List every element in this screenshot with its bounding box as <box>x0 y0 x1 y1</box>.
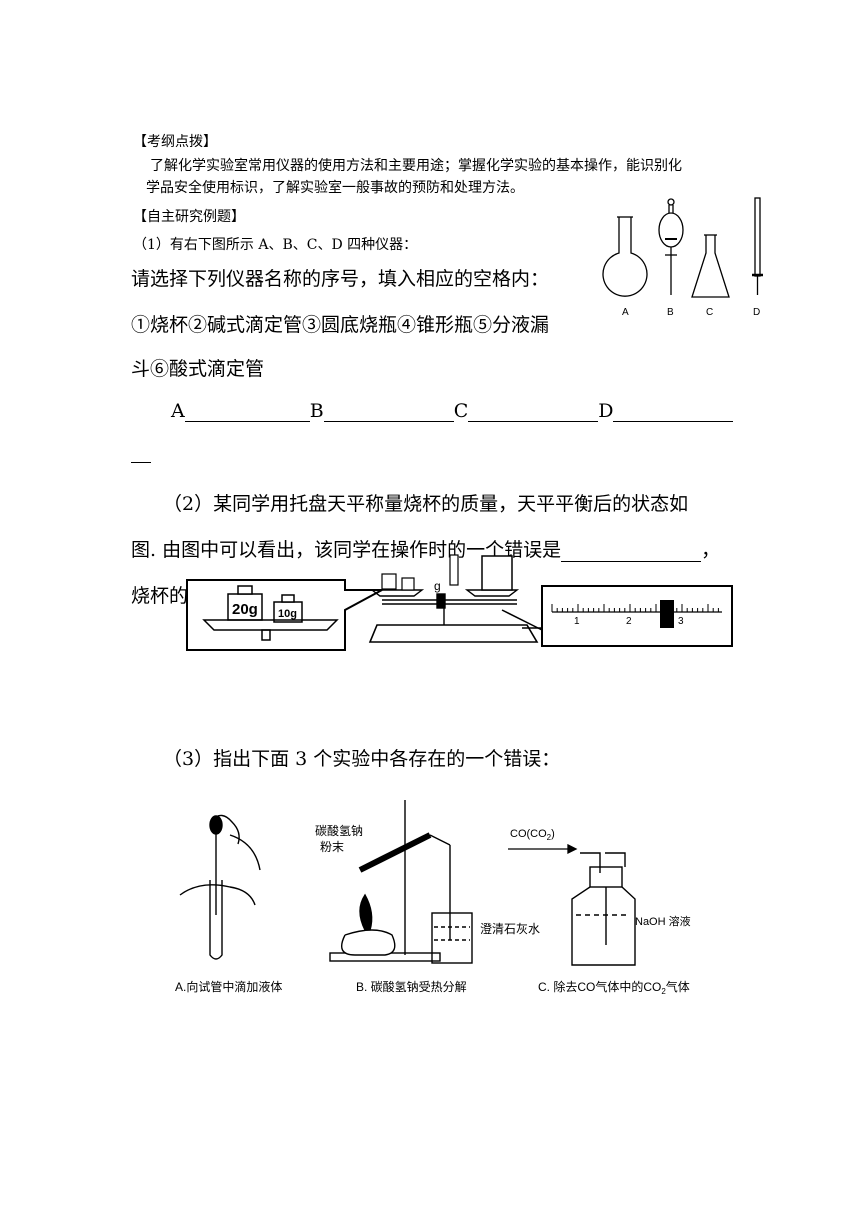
answer-blank-d-continuation[interactable] <box>131 462 151 463</box>
answer-blank-a[interactable] <box>184 403 310 422</box>
question1-line1: 请选择下列仪器名称的序号，填入相应的空格内： <box>131 268 550 290</box>
answer-blanks-row: A B C D <box>171 400 734 422</box>
rider-icon <box>660 600 674 628</box>
svg-text:20g: 20g <box>232 601 258 618</box>
instruments-figure: A B C D <box>602 197 763 318</box>
answer-blank-c[interactable] <box>468 403 599 422</box>
svg-text:10g: 10g <box>278 608 297 620</box>
syllabus-text-line1: 了解化学实验室常用仪器的使用方法和主要用途；掌握化学实验的基本操作，能识别化 <box>150 158 682 174</box>
blank-label-d: D <box>598 400 614 422</box>
weight-10g-icon: 10g <box>273 594 303 623</box>
pointer-icon <box>449 554 459 586</box>
label-naoh-solution: NaOH 溶液 <box>635 914 691 928</box>
question1-intro: （1）有右下图所示 A、B、C、D 四种仪器： <box>133 237 418 253</box>
balance-figure: 20g 10g g 1 2 3 <box>186 554 733 651</box>
section-heading-syllabus: 【考纲点拨】 <box>133 134 217 150</box>
beaker-on-pan-icon <box>481 555 513 591</box>
round-bottom-flask-icon <box>602 216 648 297</box>
answer-blank-d[interactable] <box>613 403 734 422</box>
blank-label-c: C <box>453 400 469 422</box>
figure1-label-d: D <box>753 307 760 318</box>
test-tube-dropper-icon <box>179 814 261 960</box>
acid-burette-icon <box>752 197 763 295</box>
gas-washing-bottle-icon <box>571 852 636 966</box>
blank-label-a: A <box>171 400 185 422</box>
separatory-funnel-icon <box>658 198 684 295</box>
gas-arrow-icon <box>508 843 578 855</box>
figure1-label-b: B <box>667 307 674 318</box>
caption-a: A.向试管中滴加液体 <box>175 979 282 994</box>
blank-label-b: B <box>309 400 324 422</box>
question2-line2-end: ， <box>701 539 721 561</box>
label-powder: 粉末 <box>320 840 344 854</box>
weight-20g-icon: 20g <box>227 585 263 621</box>
rider-scale-zoom <box>541 585 733 647</box>
question3-line: （3）指出下面 3 个实验中各存在的一个错误： <box>163 748 561 770</box>
answer-blank-error[interactable] <box>561 543 702 562</box>
caption-b: B. 碳酸氢钠受热分解 <box>356 979 467 994</box>
question1-line2: ①烧杯②碱式滴定管③圆底烧瓶④锥形瓶⑤分液漏 <box>131 314 550 336</box>
balance-base-icon <box>368 624 539 643</box>
scale-mark-2: 2 <box>626 616 632 627</box>
beaker-limewater-icon <box>431 912 473 964</box>
section-heading-examples: 【自主研究例题】 <box>133 209 245 225</box>
figure1-label-a: A <box>622 307 629 318</box>
label-sodium-bicarbonate: 碳酸氢钠 <box>315 823 363 838</box>
small-weights-icon <box>381 573 415 591</box>
question1-line3: 斗⑥酸式滴定管 <box>131 358 265 380</box>
scale-mark-3: 3 <box>678 616 684 627</box>
balance-beam-icon <box>369 589 520 625</box>
caption-c: C. 除去CO气体中的CO2气体 <box>538 979 690 996</box>
conical-flask-icon <box>691 234 730 298</box>
beam-unit-label: g <box>434 579 441 593</box>
stand-heating-icon <box>329 800 451 962</box>
experiments-figure: 碳酸氢钠 粉末 澄清石灰水 CO(CO2) NaOH 溶液 A.向试管中滴加液体… <box>175 800 691 996</box>
answer-blank-b[interactable] <box>323 403 454 422</box>
label-limewater: 澄清石灰水 <box>480 921 540 936</box>
question2-line1: （2）某同学用托盘天平称量烧杯的质量，天平平衡后的状态如 <box>163 493 689 515</box>
scale-mark-1: 1 <box>574 616 580 627</box>
label-co-gas: CO(CO2) <box>510 828 555 842</box>
figure1-label-c: C <box>706 307 713 318</box>
balance-pan-zoom-icon <box>202 619 339 641</box>
scale-ticks <box>551 604 719 612</box>
syllabus-text-line2: 学品安全使用标识，了解实验室一般事故的预防和处理方法。 <box>146 180 524 196</box>
